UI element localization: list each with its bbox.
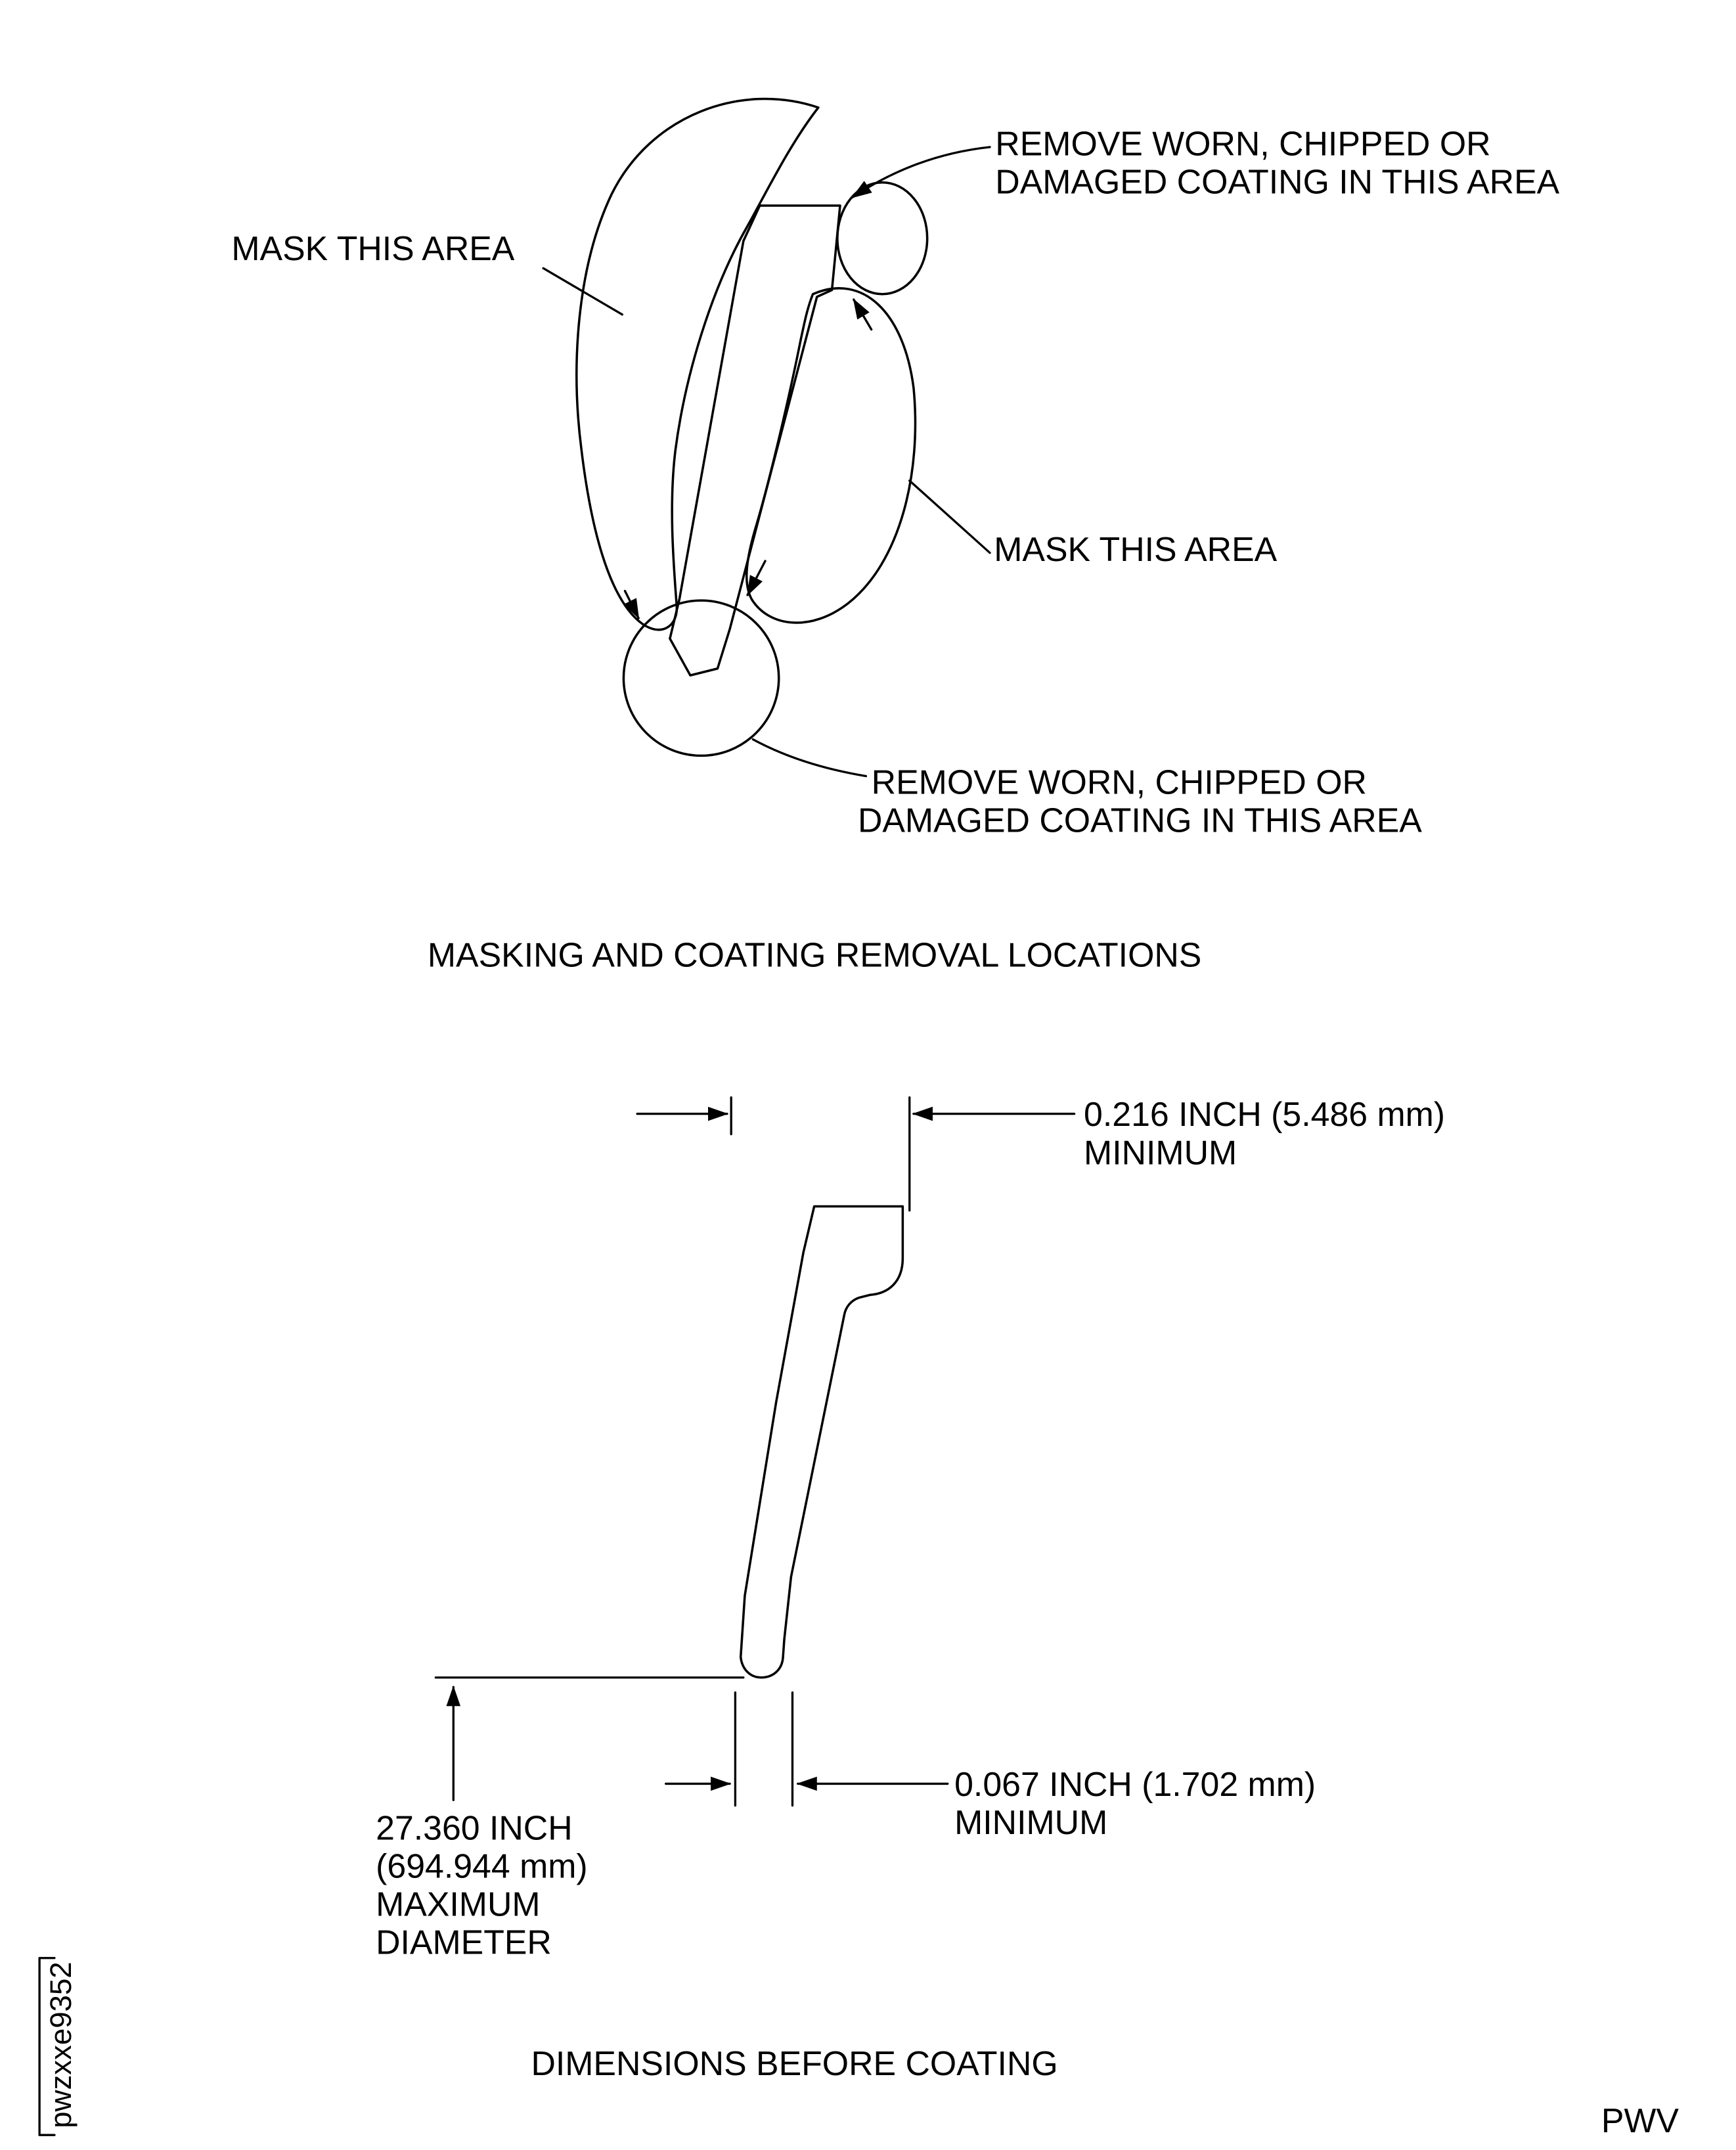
dimensions-figure-caption: DIMENSIONS BEFORE COATING <box>531 2044 1057 2082</box>
leader-remove-bottom <box>751 738 868 778</box>
label-mask-left: MASK THIS AREA <box>231 229 514 267</box>
dim-diameter-line2: (694.944 mm) <box>376 1847 588 1885</box>
corner-code: PWV <box>1601 2101 1679 2139</box>
masking-figure: REMOVE WORN, CHIPPED OR DAMAGED COATING … <box>231 97 1560 974</box>
coating-area-bottom-circle <box>622 599 780 757</box>
label-remove-top-line2: DAMAGED COATING IN THIS AREA <box>995 162 1559 200</box>
dim-top-width-line2: MINIMUM <box>1084 1133 1237 1171</box>
page-marks: pwzxxe9352 PWV <box>38 1957 1679 2139</box>
dim-top-width-line1: 0.216 INCH (5.486 mm) <box>1084 1095 1445 1133</box>
blade-outline <box>669 204 841 677</box>
label-remove-top-line1: REMOVE WORN, CHIPPED OR <box>995 124 1490 162</box>
dim-tip-width-line2: MINIMUM <box>954 1803 1107 1841</box>
cusp-arrow-bottom-left <box>623 589 640 619</box>
label-mask-right: MASK THIS AREA <box>994 530 1277 568</box>
side-code-bracket <box>38 1957 56 2136</box>
label-remove-bottom-line2: DAMAGED COATING IN THIS AREA <box>858 801 1422 840</box>
dim-diameter-line4: DIAMETER <box>376 1923 552 1961</box>
masking-figure-caption: MASKING AND COATING REMOVAL LOCATIONS <box>428 936 1201 974</box>
dim-tip-width-line1: 0.067 INCH (1.702 mm) <box>954 1765 1316 1803</box>
blade-profile-outline <box>739 1205 904 1679</box>
label-remove-bottom-line1: REMOVE WORN, CHIPPED OR <box>872 763 1367 801</box>
dimensions-figure: 0.216 INCH (5.486 mm) MINIMUM 0.067 INCH… <box>376 1095 1445 2082</box>
coating-area-top-circle <box>836 181 929 296</box>
leader-remove-top <box>851 146 991 199</box>
cusp-arrow-top <box>853 298 873 331</box>
side-code: pwzxxe9352 <box>44 1961 78 2128</box>
mask-area-right-outline <box>745 287 917 624</box>
cusp-arrow-bottom-right <box>746 560 767 596</box>
dim-diameter-line3: MAXIMUM <box>376 1885 540 1923</box>
leader-mask-right <box>908 480 991 554</box>
mask-area-left-outline <box>575 97 820 631</box>
leader-mask-left <box>542 267 623 316</box>
dim-diameter-line1: 27.360 INCH <box>376 1808 573 1847</box>
